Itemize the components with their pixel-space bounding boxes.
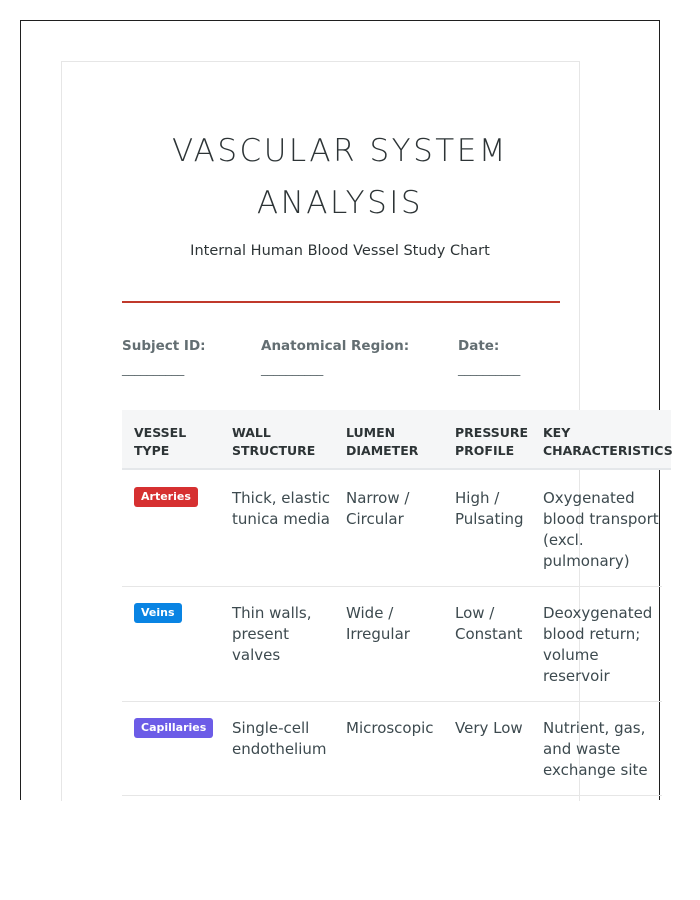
anatomical-region-label: Anatomical Region: [261,338,410,354]
pressure-profile-cell: High / Pulsating [455,489,524,528]
lumen-diameter-cell: Wide / Irregular [346,604,410,643]
lumen-diameter-cell: Microscopic [346,719,434,737]
key-characteristics-cell: Nutrient, gas, and waste exchange site [543,719,648,779]
lumen-diameter-cell: Narrow / Circular [346,489,410,528]
title-divider [122,301,560,303]
subject-id-field: __________ [122,362,185,377]
page-subtitle: Internal Human Blood Vessel Study Chart [190,243,490,259]
date-field: __________ [458,362,521,377]
header-wall-structure: WALL STRUCTURE [232,425,316,458]
table-header: VESSEL TYPE WALL STRUCTURE LUMEN DIAMETE… [122,410,673,470]
header-pressure-profile: PRESSURE PROFILE [455,425,529,458]
table-row: Veins Thin walls, present valves Wide / … [122,587,662,702]
date-label: Date: [458,338,500,354]
vessel-type-badge: Veins [134,603,182,623]
wall-structure-cell: Thin walls, present valves [232,604,312,664]
pressure-profile-cell: Very Low [455,719,523,737]
header-key-characteristics: KEY CHARACTERISTICS [543,425,673,458]
subject-id-label: Subject ID: [122,338,206,354]
key-characteristics-cell: Oxygenated blood transport (excl. pulmon… [543,489,659,570]
page-title: VASCULAR SYSTEM ANALYSIS [171,133,509,221]
wall-structure-cell: Thick, elastic tunica media [232,489,331,528]
pressure-profile-cell: Low / Constant [455,604,523,643]
wall-structure-cell: Single-cell endothelium [232,719,327,758]
vessel-type-badge: Arteries [134,487,198,507]
anatomical-region-field: __________ [261,362,324,377]
table-row: Arteries Thick, elastic tunica media Nar… [122,471,662,587]
key-characteristics-cell: Deoxygenated blood return; volume reserv… [543,604,653,685]
vessel-type-badge: Capillaries [134,718,214,738]
header-lumen-diameter: LUMEN DIAMETER [346,425,419,458]
table-row: Capillaries Single-cell endothelium Micr… [122,702,662,796]
header-vessel-type: VESSEL TYPE [134,425,187,458]
